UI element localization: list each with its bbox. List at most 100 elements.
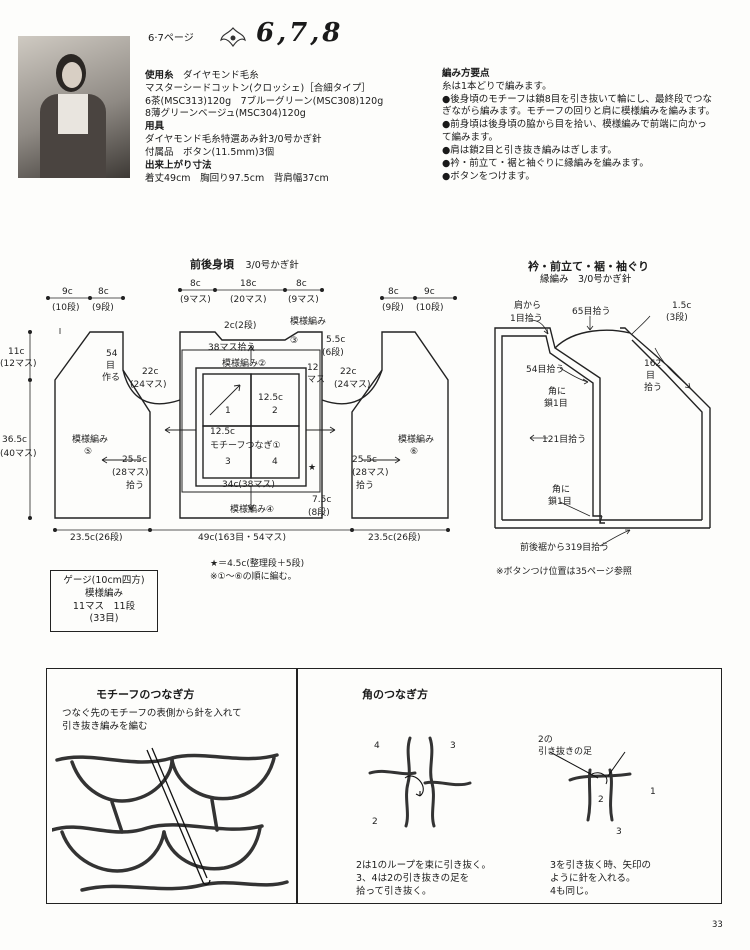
corner-num: 2 <box>372 817 378 827</box>
materials-block: 使用糸 ダイヤモンド毛糸 マスターシードコットン(クロッシェ)［合細タイプ］ 6… <box>145 70 435 185</box>
edge-label: 肩から <box>514 299 541 311</box>
dim-label: 34c(38マス) <box>222 480 275 490</box>
dim-label: (6段) <box>322 346 344 358</box>
dim-label: 作る <box>102 371 120 383</box>
corner-label: 2の <box>538 735 553 745</box>
dim-label: 模様編み <box>72 433 108 445</box>
corner-num: 3 <box>616 827 622 837</box>
tools: ダイヤモンド毛糸特選あみ針3/0号かぎ針 <box>145 134 322 146</box>
yarn-brand: ダイヤモンド毛糸 <box>183 70 259 81</box>
edge-label: 角に <box>552 483 570 495</box>
corner-num: 4 <box>374 741 380 751</box>
dim-label: (24マス) <box>130 380 166 390</box>
motif-number: 2 <box>272 406 278 416</box>
corner-join-title: 角のつなぎ方 <box>362 688 428 701</box>
dim-label: (8段) <box>308 506 330 518</box>
ornament-icon <box>218 26 248 48</box>
body-diagram-title: 前後身頃 <box>190 258 234 271</box>
dim-label: 38マス拾う <box>208 341 255 353</box>
dim-label: 12 <box>307 363 318 373</box>
caption-line: 拾って引き抜く。 <box>356 885 432 897</box>
dim-label: 8c <box>296 279 307 289</box>
page-reference: 6·7ページ <box>148 33 194 44</box>
edging-diagram-title: 衿・前立て・裾・袖ぐり <box>528 260 649 273</box>
edge-label: 鎖1目 <box>548 495 572 507</box>
dim-label: (10段) <box>416 301 443 313</box>
yarn-name: マスターシードコットン(クロッシェ)［合細タイプ］ <box>145 82 371 94</box>
motif-join-text-2: 引き抜き編みを編む <box>62 720 148 732</box>
body-diagram-title-wrap: 前後身頃 3/0号かぎ針 <box>190 256 299 272</box>
edge-note: ※ボタンつけ位置は35ページ参照 <box>496 565 632 577</box>
gauge-pattern: 模様編み <box>84 587 123 599</box>
edge-label: 鎖1目 <box>544 397 568 409</box>
caption-line: 3、4は2の引き抜きの足を <box>356 872 470 884</box>
body-diagram: 9c (10段) 8c (9段) 8c (9マス) 18c (20マス) 8c … <box>0 279 457 582</box>
yarn-colors-1: 6茶(MSC313)120g 7ブルーグリーン(MSC308)120g <box>145 95 384 107</box>
motif-number: 3 <box>225 457 231 467</box>
dim-label: (40マス) <box>0 449 36 459</box>
instructions-heading: 編み方要点 <box>442 68 490 79</box>
dim-label: 54 <box>106 349 118 359</box>
dim-label: (10段) <box>52 301 79 313</box>
dim-label: (9段) <box>382 301 404 313</box>
dim-label: 模様編み④ <box>230 503 274 515</box>
instruction-line: ●ボタンをつけます。 <box>442 170 535 182</box>
instruction-line: ●肩は鎖2目と引き抜き編みはぎします。 <box>442 144 617 156</box>
dim-label: 18c <box>240 279 256 289</box>
caption-line: 2は1のループを束に引き抜く。 <box>356 860 492 871</box>
dim-label: (28マス) <box>352 468 388 478</box>
edge-label: 121目拾う <box>542 433 586 445</box>
note: ※①～⑥の順に編む。 <box>210 570 297 582</box>
dim-label: モチーフつなぎ① <box>210 439 281 451</box>
instruction-line: ●衿・前立て・裾と袖ぐりに縁編みを編みます。 <box>442 157 649 169</box>
dim-label: 拾う <box>126 479 144 491</box>
gauge-title: ゲージ(10cm四方) <box>63 575 145 586</box>
caption-line: 4も同じ。 <box>550 885 595 897</box>
dim-label: 7.5c <box>312 495 331 505</box>
dim-label: 11c <box>8 347 24 357</box>
page-number: 33 <box>712 920 723 930</box>
dim-label: 22c <box>142 367 158 377</box>
yarn-heading: 使用糸 <box>145 70 174 81</box>
corner-caption-right: 3を引き抜く時、矢印の ように針を入れる。 4も同じ。 <box>550 860 651 898</box>
gauge-values: 11マス 11段 <box>72 600 136 612</box>
technique-panel <box>46 668 722 904</box>
corner-num: 2 <box>598 795 604 805</box>
corner-join-left-illustration: 4 3 2 <box>368 736 472 828</box>
dim-label: 模様編み② <box>222 357 266 369</box>
model-photo <box>18 36 130 178</box>
gauge-stitches: (33目) <box>89 613 119 625</box>
motif-join-title: モチーフのつなぎ方 <box>96 688 195 701</box>
tools-heading: 用具 <box>145 121 165 133</box>
motif-number: 1 <box>225 406 231 416</box>
dim-label: (20マス) <box>230 295 266 305</box>
instructions-block: 編み方要点 糸は1本どりで編みます。 ●後身頃のモチーフは鎖8目を引き抜いて輪に… <box>442 68 742 183</box>
dim-label: 25.5c <box>122 455 147 465</box>
dim-label: (9マス) <box>180 295 211 305</box>
motif-join-illustration <box>52 747 289 892</box>
edge-label: 目 <box>646 370 655 381</box>
dim-label: 目 <box>106 360 115 371</box>
corner-num: 3 <box>450 741 456 751</box>
edging-diagram-subtitle: 縁編み 3/0号かぎ針 <box>540 274 632 285</box>
dim-label: 模様編み <box>290 315 326 327</box>
edge-label: 54目拾う <box>526 363 564 375</box>
yarn-colors-2: 8薄グリーンベージュ(MSC304)120g <box>145 108 306 120</box>
gauge-box: ゲージ(10cm四方) 模様編み 11マス 11段 (33目) <box>50 570 158 632</box>
dim-label: 8c <box>190 279 201 289</box>
dim-label: 2c(2段) <box>224 319 256 331</box>
dim-label: 拾う <box>356 479 374 491</box>
instruction-line: ぎながら編みます。モチーフの回りと肩に模様編みを編みます。 <box>442 106 716 118</box>
edge-label: 162 <box>644 359 661 369</box>
instruction-line: 糸は1本どりで編みます。 <box>442 80 552 92</box>
edge-label: 前後裾から319目拾う <box>520 541 609 553</box>
panel-divider <box>296 668 298 904</box>
note: ★＝4.5c(整理段＋5段) <box>210 557 304 569</box>
instruction-line: て編みます。 <box>442 132 499 144</box>
dim-label: ③ <box>290 336 298 346</box>
star-mark: ★ <box>308 463 316 473</box>
corner-num: 1 <box>650 787 656 797</box>
dim-label: (12マス) <box>0 359 36 369</box>
edging-diagram: 肩から 1目拾う 65目拾う 1.5c (3段) 54目拾う 162 目 拾う … <box>494 299 711 577</box>
caption-line: ように針を入れる。 <box>550 872 636 884</box>
